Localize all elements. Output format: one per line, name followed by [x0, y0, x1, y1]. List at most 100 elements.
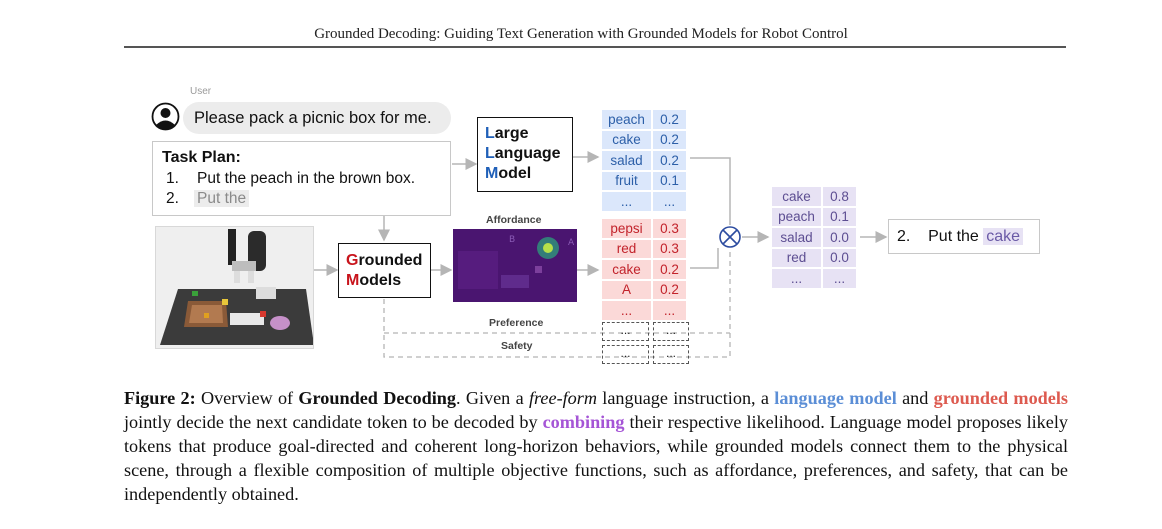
figure-label: Figure 2:	[124, 388, 196, 408]
user-label: User	[190, 86, 212, 97]
preference-label: Preference	[489, 317, 544, 329]
running-header-title: Grounded Decoding: Guiding Text Generati…	[314, 26, 848, 42]
token-cell: peach	[772, 207, 821, 226]
robot-arm-scene-image	[155, 226, 314, 349]
affordance-heatmap-image: B A	[453, 229, 577, 302]
heatmap-letter: A	[568, 238, 575, 248]
gm-initial: G	[346, 252, 359, 269]
header-rule	[124, 46, 1066, 48]
token-cell: A	[602, 280, 651, 299]
llm-initial: M	[485, 165, 499, 182]
gm-rest: rounded	[358, 252, 423, 269]
caption-method-name: Grounded Decoding	[298, 388, 456, 408]
prob-cell: 0.2	[653, 130, 686, 149]
gm-line: Grounded	[346, 251, 430, 271]
llm-rest: arge	[494, 125, 529, 142]
task-step-partial: Put the	[194, 190, 250, 208]
token-cell: ...	[772, 269, 821, 288]
llm-initial: L	[485, 125, 495, 142]
llm-initial: L	[485, 145, 495, 162]
prob-cell: 0.1	[823, 207, 856, 226]
token-row: ......	[602, 192, 686, 211]
task-step-number: 2.	[166, 190, 179, 207]
gm-rest: odels	[359, 272, 402, 289]
token-row: ......	[602, 301, 686, 320]
prob-cell: ...	[653, 192, 686, 211]
token-cell: cake	[772, 187, 821, 206]
user-avatar-icon	[151, 102, 180, 131]
caption-text: language instruction, a	[597, 388, 775, 408]
caption-combining: combining	[542, 412, 625, 432]
prob-cell: 0.3	[653, 239, 686, 258]
decoded-result-box: 2. Put the cake	[888, 219, 1040, 254]
caption-text: and	[896, 388, 934, 408]
heatmap-letter: B	[509, 235, 515, 245]
prob-cell: 0.3	[653, 219, 686, 238]
preference-token-cell: ...	[602, 322, 649, 341]
user-message-bubble: Please pack a picnic box for me.	[183, 102, 451, 134]
token-cell: ...	[602, 192, 651, 211]
prob-cell: 0.2	[653, 151, 686, 170]
prob-cell: 0.0	[823, 248, 856, 267]
caption-emphasis: free-form	[528, 388, 597, 408]
caption-language-model: language model	[774, 388, 897, 408]
token-cell: salad	[602, 151, 651, 170]
token-cell: salad	[772, 228, 821, 247]
task-step-partial-text: Put the	[194, 190, 250, 207]
llm-rest: odel	[498, 165, 532, 182]
token-cell: red	[602, 239, 651, 258]
task-step-text: Put the peach in the brown box.	[197, 170, 416, 187]
prob-cell: 0.1	[653, 171, 686, 190]
prob-cell: 0.2	[653, 280, 686, 299]
gm-line: Models	[346, 271, 430, 291]
prob-cell: 0.2	[653, 110, 686, 129]
token-row: ......	[772, 269, 856, 288]
token-cell: fruit	[602, 171, 651, 190]
safety-prob-cell: ...	[653, 345, 689, 364]
gm-initial: M	[346, 272, 360, 289]
token-cell: pepsi	[602, 219, 651, 238]
prob-cell: ...	[653, 301, 686, 320]
caption-text: jointly decide the next candidate token …	[124, 412, 543, 432]
safety-label: Safety	[501, 340, 533, 352]
llm-line: Language	[485, 144, 572, 164]
combine-otimes-icon	[719, 226, 741, 248]
caption-text: their respective likelihood. Language mo…	[124, 412, 1068, 504]
prob-cell: 0.2	[653, 260, 686, 279]
caption-text: . Given a	[455, 388, 529, 408]
result-number: 2.	[897, 228, 911, 245]
task-plan-box	[152, 141, 451, 216]
task-plan-title: Task Plan:	[162, 149, 241, 166]
large-language-model-box: Large Language Model	[477, 117, 573, 192]
token-cell: cake	[602, 260, 651, 279]
preference-prob-cell: ...	[653, 322, 689, 341]
llm-line: Large	[485, 124, 572, 144]
prob-cell: ...	[823, 269, 856, 288]
result-token: cake	[983, 228, 1024, 245]
llm-rest: anguage	[494, 145, 561, 162]
affordance-label: Affordance	[486, 214, 542, 226]
figure-caption: Figure 2: Overview of Grounded Decoding.…	[124, 386, 1068, 506]
prob-cell: 0.8	[823, 187, 856, 206]
caption-grounded-models: grounded models	[933, 388, 1068, 408]
task-step-number: 1.	[166, 170, 179, 187]
token-cell: peach	[602, 110, 651, 129]
safety-token-cell: ...	[602, 345, 649, 364]
token-cell: ...	[602, 301, 651, 320]
